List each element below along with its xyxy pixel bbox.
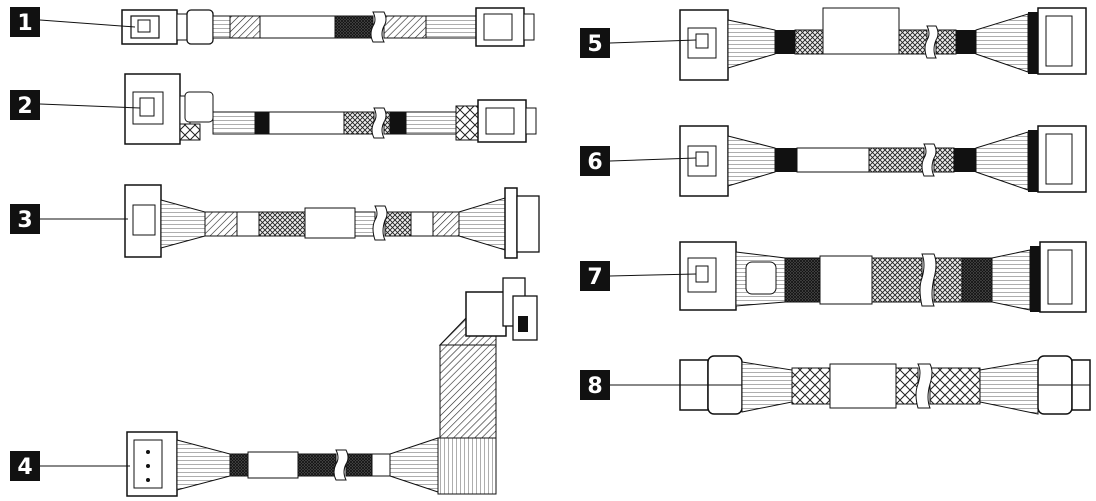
- cable-break-marks: [333, 11, 939, 481]
- badge-6: 6: [580, 146, 610, 176]
- badge-2: 2: [10, 90, 40, 120]
- cable-8: [679, 355, 1091, 415]
- cable-3: [124, 184, 540, 259]
- badge-6-label: 6: [587, 150, 602, 175]
- cable-6: [679, 125, 1087, 197]
- badge-8-label: 8: [587, 374, 602, 399]
- cable-5: [679, 7, 1087, 81]
- badge-8: 8: [580, 370, 610, 400]
- cable-1: [121, 7, 535, 47]
- badge-3-label: 3: [17, 208, 32, 233]
- badge-1-label: 1: [17, 11, 32, 36]
- badge-4-label: 4: [17, 455, 32, 480]
- badge-7-label: 7: [587, 265, 602, 290]
- badge-5: 5: [580, 28, 610, 58]
- badge-2-label: 2: [17, 94, 32, 119]
- badge-1: 1: [10, 7, 40, 37]
- badge-3: 3: [10, 204, 40, 234]
- badge-5-label: 5: [587, 32, 602, 57]
- badge-4: 4: [10, 451, 40, 481]
- badge-7: 7: [580, 261, 610, 291]
- cable-2: [124, 73, 537, 145]
- cable-4: [126, 277, 538, 497]
- cable-7: [679, 241, 1087, 313]
